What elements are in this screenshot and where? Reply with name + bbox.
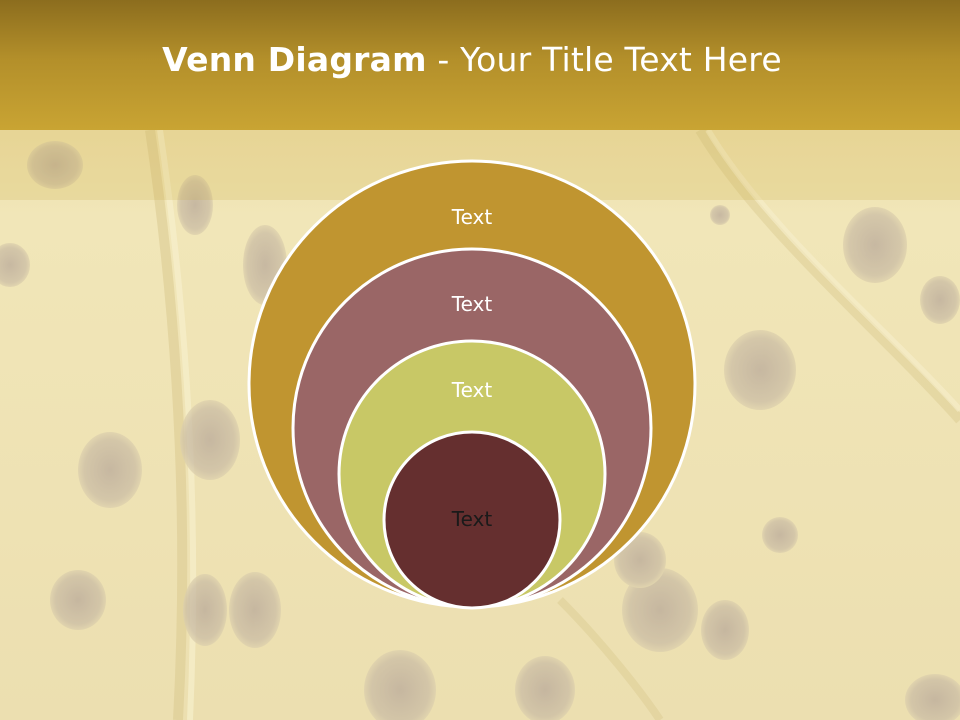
venn-circle-3-label: Text — [451, 378, 493, 402]
cheese-holes — [0, 141, 960, 720]
title-bold: Venn Diagram — [162, 40, 427, 79]
venn-circle-4-label: Text — [451, 507, 493, 531]
title-rest: - Your Title Text Here — [426, 40, 782, 79]
venn-circle-4 — [382, 430, 562, 610]
slide-title: Venn Diagram - Your Title Text Here — [0, 40, 944, 79]
venn-circle-1-label: Text — [451, 205, 493, 229]
title-bar — [0, 0, 960, 130]
venn-circle-2-label: Text — [451, 292, 493, 316]
